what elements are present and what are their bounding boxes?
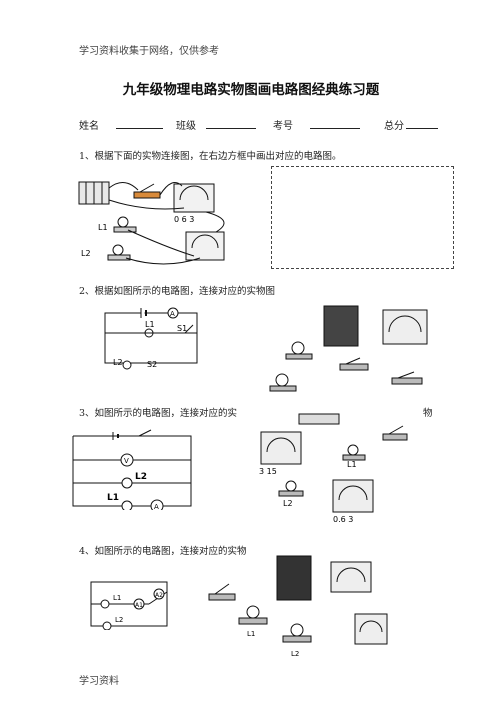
question-3-tail: 物 [423,408,433,419]
q4-a2-label: A2 [155,592,163,599]
lamp-l1-icon [117,216,129,228]
q3-l1-label: L1 [107,493,119,503]
q2-s2-label: S2 [147,360,157,369]
exam-no-blank [310,128,360,129]
q4-phys-l1-label: L1 [247,630,255,638]
lamp-icon [291,341,305,355]
q4-physical-figure: L1 L2 [208,555,388,658]
q1-ammeter-scale: 0 6 3 [174,215,194,224]
question-2: 2、根据如图所示的电路图，连接对应的实物图 [79,286,276,297]
ammeter-icon [173,183,215,213]
q4-ammeter-a1-symbol [133,598,145,610]
q3-volt-scale: 3 15 [259,467,277,476]
question-4: 4、如图所示的电路图，连接对应的实物 [79,546,247,557]
q3-circuit-diagram: V L2 L1 A [72,429,192,510]
voltmeter-icon [260,431,302,465]
q2-s1-label: S1 [177,324,187,333]
q3-lamp-l1-symbol [121,500,133,510]
q3-voltmeter-symbol [120,453,134,467]
lamp-icon [285,480,297,492]
name-blank [116,128,163,129]
battery-icon [298,413,340,425]
q3-lamp-l2-symbol [121,477,133,489]
q1-physical-figure: L1 L2 0 6 3 [78,181,225,265]
battery-icon [276,555,312,601]
q4-ammeter-a2-symbol [153,588,165,600]
switch-icon [133,191,161,199]
switch-icon [339,363,369,371]
q2-circuit-diagram: A L1 S1 L2 S2 [104,307,198,370]
q4-phys-l2-label: L2 [291,650,299,658]
exam-no-label: 考号 [273,121,293,132]
q4-a1-label: A1 [135,602,143,609]
answer-box [271,166,454,269]
ammeter-icon [354,613,388,645]
ammeter-icon [332,479,374,513]
total-label: 总分 [384,121,404,132]
q3-phys-l2-label: L2 [283,499,293,508]
q2-ammeter-symbol [167,307,179,319]
q2-lamp-l2-symbol [122,360,132,370]
q3-phys-l1-label: L1 [347,460,357,469]
q4-l1-label: L1 [113,594,121,602]
name-label: 姓名 [79,121,99,132]
ammeter-icon [330,561,372,593]
total-blank [406,128,438,129]
switch-icon [391,377,423,385]
q3-ammeter-label: A [154,503,159,510]
q2-physical-figure [269,305,428,392]
lamp-icon [347,444,359,456]
q4-l2-label: L2 [115,616,123,624]
q1-l1-label: L1 [98,223,108,232]
q4-circuit-diagram: L1 A1 A2 L2 [90,581,168,630]
question-1: 1、根据下面的实物连接图，在右边方框中画出对应的电路图。 [79,151,342,162]
lamp-l2-icon [112,244,124,256]
battery-icon [323,305,359,347]
switch-icon [382,433,408,441]
page-header: 学习资料收集于网络，仅供参考 [79,46,219,57]
q3-ammeter-symbol [150,499,164,510]
q1-l2-label: L2 [81,249,91,258]
class-label: 班级 [176,121,196,132]
q3-physical-figure: 3 15 L1 L2 0.6 3 [259,413,408,524]
q2-l1-label: L1 [145,320,155,329]
q4-lamp-l2-symbol [102,621,112,630]
q2-l2-label: L2 [113,358,123,367]
q4-lamp-l1-symbol [100,599,110,609]
question-3: 3、如图所示的电路图，连接对应的实 [79,408,238,419]
class-blank [206,128,256,129]
lamp-icon [290,623,304,637]
switch-icon [208,593,236,601]
page-footer: 学习资料 [79,676,119,687]
q3-amp-scale: 0.6 3 [333,515,353,524]
lamp-icon [246,605,260,619]
page-title: 九年级物理电路实物图画电路图经典练习题 [122,82,380,98]
lamp-icon [275,373,289,387]
q2-ammeter-label: A [170,310,175,318]
q3-l2-label: L2 [135,472,147,482]
q3-voltmeter-label: V [124,457,129,465]
